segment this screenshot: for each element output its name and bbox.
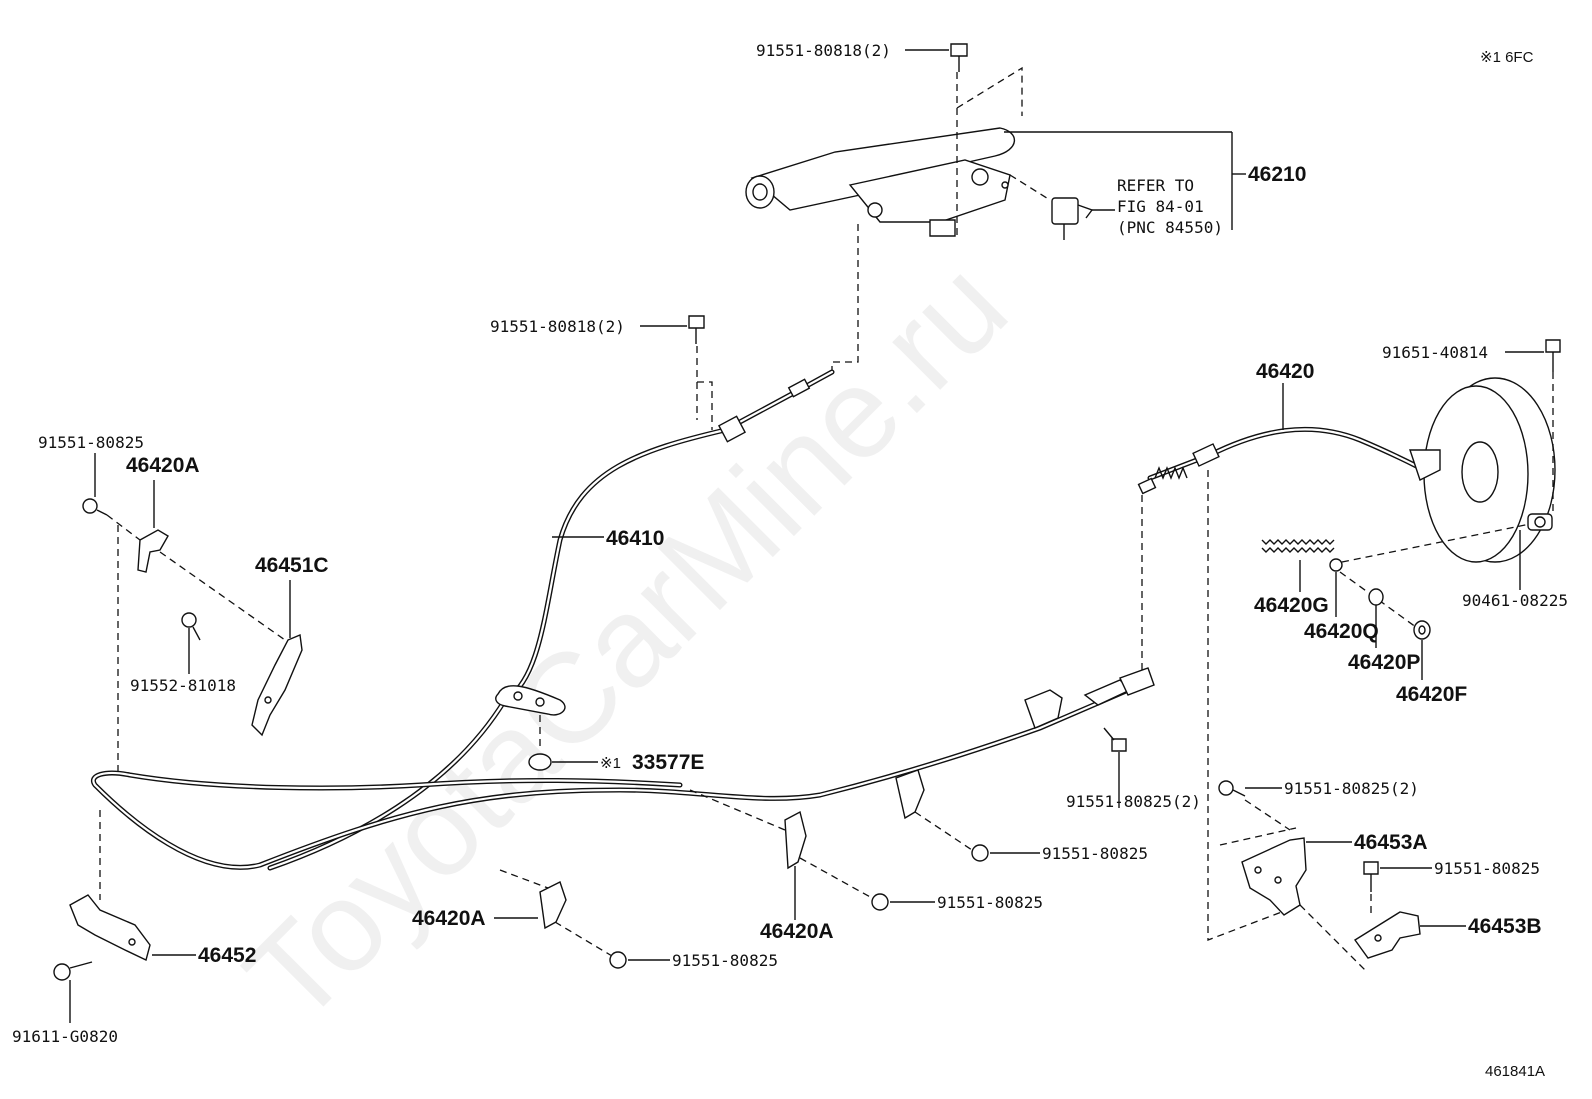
bolt-label-center-low[interactable]: 91551-80825	[937, 893, 1043, 912]
bolt-icon	[950, 43, 968, 72]
refer-line-2: FIG 84-01	[1117, 197, 1204, 216]
grommet-plate[interactable]	[495, 685, 566, 716]
cable-clip[interactable]	[1527, 513, 1553, 531]
part-number-46420G[interactable]: 46420G	[1254, 594, 1329, 617]
bolt-icon	[1218, 780, 1246, 797]
figure-id: 461841A	[1485, 1063, 1545, 1080]
bracket-46453B[interactable]	[1353, 911, 1421, 959]
bolt-icon	[1363, 861, 1379, 892]
brake-drum	[1409, 377, 1556, 563]
bolt-icon	[53, 961, 93, 981]
bolt-icon	[971, 844, 989, 862]
part-number-46452[interactable]: 46452	[198, 944, 256, 967]
part-number-46420A-top[interactable]: 46420A	[126, 454, 200, 477]
bolt-icon	[871, 893, 889, 911]
part-number-46451C[interactable]: 46451C	[255, 554, 329, 577]
watermark: ToyotaCarMine.ru	[219, 234, 1034, 1049]
note-mark: ※1	[600, 755, 621, 772]
cable-clip-center-right[interactable]	[895, 769, 925, 820]
part-number-46453A[interactable]: 46453A	[1354, 831, 1428, 854]
bolt-label-right-single[interactable]: 91551-80825	[1434, 859, 1540, 878]
bolt-label-bottom[interactable]: 91551-80825	[672, 951, 778, 970]
clip-46420A-top[interactable]	[137, 529, 169, 573]
spring-46420G[interactable]	[1261, 539, 1335, 553]
bolt-label-91552[interactable]: 91552-81018	[130, 676, 236, 695]
bolt-label-center[interactable]: 91551-80825	[1042, 844, 1148, 863]
cable-end-bracket[interactable]	[1024, 667, 1155, 729]
note-6fc: ※1 6FC	[1480, 49, 1534, 66]
bolt-label-top[interactable]: 91551-80818(2)	[756, 41, 891, 60]
part-number-46420Q[interactable]: 46420Q	[1304, 620, 1379, 643]
front-cable-end	[717, 378, 811, 443]
refer-line-1: REFER TO	[1117, 176, 1194, 195]
bolt-icon	[181, 612, 201, 641]
bolt-icon	[609, 951, 627, 969]
bracket-46453A[interactable]	[1241, 837, 1307, 916]
bolt-icon	[1545, 339, 1561, 372]
part-number-46420F[interactable]: 46420F	[1396, 683, 1467, 706]
clip-46420A-low[interactable]	[539, 881, 567, 930]
clip-46420Q[interactable]	[1329, 558, 1343, 572]
refer-line-3: (PNC 84550)	[1117, 218, 1223, 237]
washer-46420F[interactable]	[1413, 620, 1431, 640]
bushing-46420P[interactable]	[1368, 588, 1384, 606]
part-number-46420P[interactable]: 46420P	[1348, 651, 1420, 674]
bracket-46452[interactable]	[69, 894, 151, 961]
part-number-46453B[interactable]: 46453B	[1468, 915, 1542, 938]
part-number-46410[interactable]: 46410	[606, 527, 664, 550]
part-number-33577E[interactable]: 33577E	[632, 751, 704, 774]
parking-brake-lever[interactable]	[745, 127, 1016, 237]
parking-brake-switch[interactable]	[1051, 197, 1094, 240]
bolt-icon	[82, 498, 108, 516]
part-number-46210[interactable]: 46210	[1248, 163, 1306, 186]
part-number-46420[interactable]: 46420	[1256, 360, 1314, 383]
bolt-label-center-right-2[interactable]: 91551-80825(2)	[1066, 792, 1201, 811]
bolt-label-90461[interactable]: 90461-08225	[1462, 591, 1568, 610]
bolt-label-91651[interactable]: 91651-40814	[1382, 343, 1488, 362]
spring-end	[1137, 443, 1220, 495]
bracket-46451C[interactable]	[251, 634, 303, 737]
bolt-label-mid[interactable]: 91551-80818(2)	[490, 317, 625, 336]
clip-46420A-mid[interactable]	[784, 810, 807, 870]
part-number-46420A-low[interactable]: 46420A	[412, 907, 486, 930]
part-number-46420A-mid[interactable]: 46420A	[760, 920, 834, 943]
bolt-label-91611[interactable]: 91611-G0820	[12, 1027, 118, 1046]
bolt-icon	[688, 315, 705, 344]
bolt-label-right-2[interactable]: 91551-80825(2)	[1284, 779, 1419, 798]
bolt-icon	[1103, 727, 1127, 752]
cap-33577E[interactable]	[528, 753, 552, 771]
bolt-label-left-top[interactable]: 91551-80825	[38, 433, 144, 452]
